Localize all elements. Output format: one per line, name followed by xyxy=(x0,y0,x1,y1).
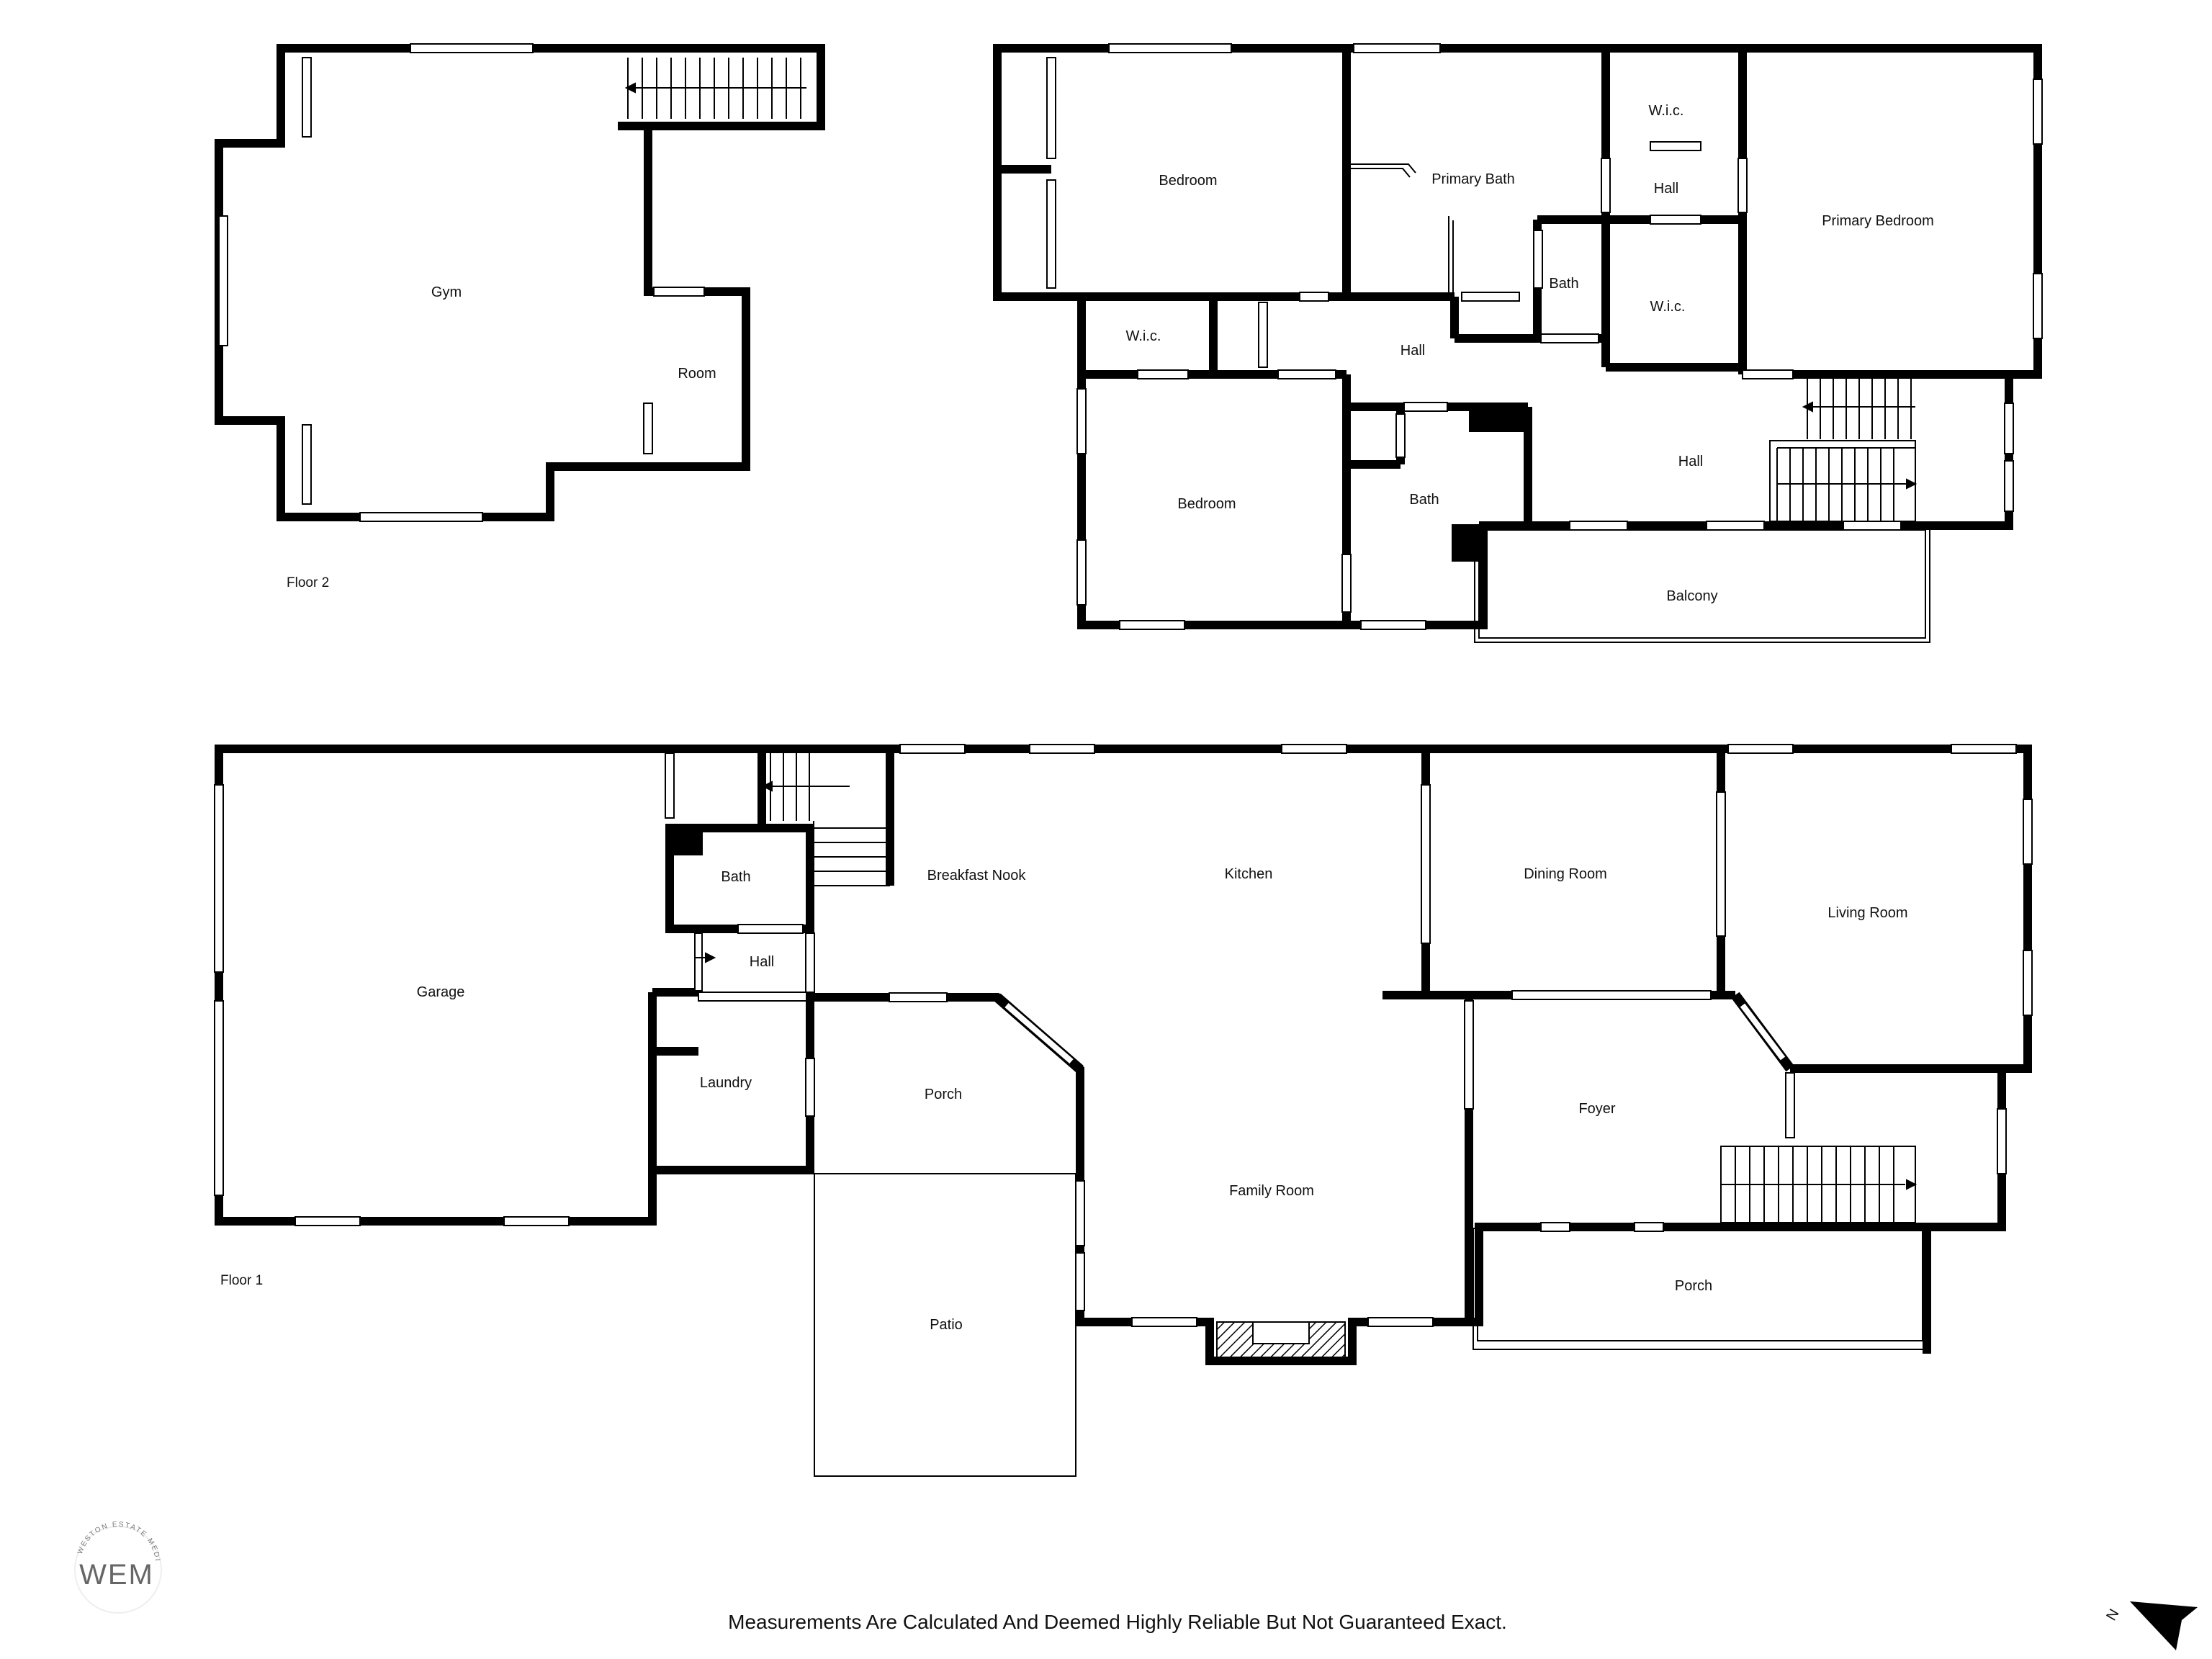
floor2-windows xyxy=(218,43,705,522)
room-family-room: Family Room xyxy=(1229,1183,1314,1199)
disclaimer-text: Measurements Are Calculated And Deemed H… xyxy=(728,1611,1507,1633)
floor1-windows xyxy=(214,744,2033,1327)
room-primary-bath: Primary Bath xyxy=(1431,171,1515,187)
room-patio: Patio xyxy=(930,1317,963,1333)
floor1-plan xyxy=(215,745,2032,1365)
logo-ring-text: WESTON ESTATE MEDIA xyxy=(0,0,161,1563)
fireplace xyxy=(1216,1321,1346,1359)
room-laundry: Laundry xyxy=(700,1075,752,1091)
floor2-plan xyxy=(215,44,825,521)
room-gym: Gym xyxy=(431,284,462,300)
room-bedroom-south: Bedroom xyxy=(1177,496,1236,512)
floor2-label: Floor 2 xyxy=(287,575,329,590)
weston-estate-media-logo: WESTON ESTATE MEDIA WEM xyxy=(0,0,162,1614)
floor1-stairs xyxy=(696,748,1917,1223)
room-garage: Garage xyxy=(417,984,465,1000)
room-breakfast-nook: Breakfast Nook xyxy=(927,868,1027,884)
room-wic-right: W.i.c. xyxy=(1650,299,1686,315)
logo-initials: WEM xyxy=(79,1559,154,1591)
room-porch-front: Porch xyxy=(1675,1278,1712,1294)
room-dining-room: Dining Room xyxy=(1524,866,1607,882)
room-room: Room xyxy=(678,366,716,382)
primary-bath-fixtures xyxy=(1351,163,1454,297)
room-balcony: Balcony xyxy=(1666,588,1717,604)
north-compass-icon: N xyxy=(2103,1601,2198,1650)
room-bath-f1: Bath xyxy=(721,869,750,885)
room-hall-small: Hall xyxy=(1654,181,1678,197)
upper-stairs xyxy=(1769,372,1917,522)
room-foyer: Foyer xyxy=(1578,1101,1615,1117)
floor1-diagonal-windows-inner xyxy=(1004,1002,1786,1064)
compass-north-label: N xyxy=(2103,1606,2122,1624)
room-bath-small: Bath xyxy=(1549,276,1578,292)
floor1-wall-block xyxy=(668,827,703,855)
room-hall-mid: Hall xyxy=(1401,343,1425,359)
upper-wall-blocks xyxy=(1452,403,1528,562)
room-hall-f1: Hall xyxy=(750,954,774,970)
room-kitchen: Kitchen xyxy=(1225,866,1273,882)
balcony-outline xyxy=(1474,525,1930,643)
floor1-diagonal-windows xyxy=(994,992,1794,1074)
room-wic-left: W.i.c. xyxy=(1126,328,1161,344)
floor2-stairs xyxy=(624,58,806,119)
upper-windows xyxy=(1046,43,2043,630)
room-porch-west: Porch xyxy=(925,1087,962,1102)
room-living-room: Living Room xyxy=(1827,905,1907,921)
room-bedroom-west: Bedroom xyxy=(1159,173,1217,189)
floor1-label: Floor 1 xyxy=(220,1273,263,1288)
room-bath-mid: Bath xyxy=(1409,492,1439,508)
room-primary-bedroom: Primary Bedroom xyxy=(1822,213,1934,229)
room-wic-top: W.i.c. xyxy=(1649,103,1684,119)
room-hall-east: Hall xyxy=(1678,454,1703,469)
